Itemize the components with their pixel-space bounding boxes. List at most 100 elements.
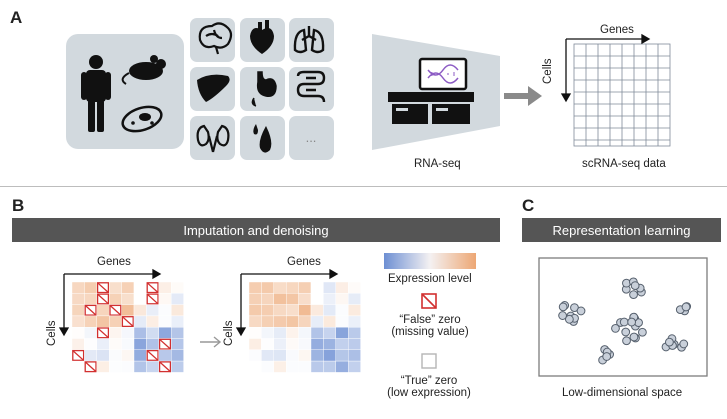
representation-banner: Representation learning	[522, 218, 721, 242]
heatmap-cell	[146, 304, 159, 317]
false-zero-label: “False” zero (missing value)	[391, 314, 469, 338]
heatmap-cell	[146, 315, 159, 328]
panel-letter-c: C	[522, 196, 535, 215]
false-zero-slash	[97, 327, 109, 339]
heatmap-cell	[170, 281, 184, 294]
heatmap-cell	[133, 326, 147, 339]
heatmap-cell	[273, 338, 287, 351]
panel-b-graphic	[58, 253, 476, 373]
latent-space-caption: Low-dimensional space	[562, 387, 683, 399]
heatmap-cell	[273, 326, 287, 339]
false-zero-marker	[146, 282, 159, 294]
heatmap-cell	[84, 293, 98, 305]
stomach-icon	[251, 71, 277, 107]
heatmap-cell	[170, 349, 184, 362]
arrow-right-icon	[200, 336, 222, 348]
panel-a-graphic: ...	[66, 18, 671, 160]
heatmap-raw-axes	[58, 268, 162, 337]
heatmap-raw	[71, 281, 184, 373]
false-zero-marker	[109, 304, 122, 316]
heatmap-cell	[323, 338, 336, 351]
heatmap-cell	[158, 315, 172, 328]
heatmap-cell	[108, 360, 122, 373]
heatmap-cell	[71, 293, 85, 305]
heatmap-cell	[158, 281, 172, 294]
imputed-cells-label: Cells	[223, 320, 235, 346]
heatmap-cell	[298, 326, 312, 339]
heatmap-cell	[310, 349, 324, 362]
heatmap-cell	[261, 349, 274, 362]
rna-seq-label: RNA-seq	[414, 158, 461, 170]
heatmap-cell	[273, 281, 287, 294]
heatmap-cell	[335, 293, 349, 305]
heatmap-cell	[323, 349, 336, 362]
false-zero-slash	[97, 293, 109, 305]
false-zero-marker	[84, 361, 97, 373]
latent-point	[576, 306, 586, 316]
false-zero-marker	[72, 349, 85, 361]
heatmap-cell	[310, 338, 324, 351]
heatmap-cell	[348, 304, 361, 317]
panel-letter-b: B	[12, 196, 25, 215]
false-zero-slash	[97, 282, 109, 293]
heatmap-cell	[71, 315, 85, 328]
latent-point	[622, 336, 631, 346]
latent-point	[629, 332, 639, 342]
heatmap-cell	[133, 293, 147, 305]
heatmap-cell	[261, 281, 274, 294]
false-zero-slash	[109, 304, 122, 316]
heatmap-cell	[158, 304, 172, 317]
heatmap-cell	[286, 281, 299, 294]
true-zero-icon	[421, 353, 437, 369]
heatmap-cell	[84, 326, 98, 339]
heatmap-cell	[71, 360, 85, 373]
heatmap-cell	[261, 304, 274, 317]
heatmap-cell	[335, 304, 349, 317]
heatmap-cell	[273, 304, 287, 317]
heatmap-cell	[121, 360, 135, 373]
latent-points	[558, 277, 692, 365]
latent-point	[629, 290, 638, 300]
heatmap-cell	[170, 315, 184, 328]
heatmap-cell	[348, 349, 361, 362]
heatmap-cell	[248, 315, 262, 328]
latent-point	[621, 327, 631, 337]
heatmap-cell	[121, 338, 135, 351]
heatmap-cell	[261, 293, 274, 305]
latent-point	[681, 302, 691, 312]
heatmap-cell	[71, 338, 85, 351]
heatmap-cell	[248, 338, 262, 351]
more-icon: ...	[306, 130, 317, 145]
heatmap-cell	[108, 349, 122, 362]
human-icon	[81, 55, 111, 132]
heatmap-cell	[323, 315, 336, 328]
heatmap-cell	[170, 326, 184, 339]
heatmap-cell	[335, 315, 349, 328]
false-zero-marker	[146, 293, 159, 305]
false-zero-marker	[146, 349, 159, 361]
heatmap-cell	[84, 281, 98, 294]
heatmap-cell	[348, 338, 361, 351]
heatmap-cell	[133, 315, 147, 328]
heatmap-cell	[96, 304, 110, 317]
false-zero-marker	[96, 293, 110, 305]
raw-cells-label: Cells	[46, 320, 58, 346]
heatmap-cell	[273, 360, 287, 373]
heatmap-cell	[121, 281, 135, 294]
false-zero-slash	[159, 361, 171, 373]
true-zero-label: “True” zero (low expression)	[387, 375, 471, 399]
false-zero-slash	[84, 361, 97, 373]
heatmap-cell	[248, 326, 262, 339]
heatmap-cell	[335, 281, 349, 294]
imputation-banner: Imputation and denoising	[12, 218, 500, 242]
heatmap-cell	[261, 360, 274, 373]
heatmap-cell	[248, 293, 262, 305]
heatmap-cell	[71, 304, 85, 317]
heatmap-cell	[273, 293, 287, 305]
heatmap-cell	[96, 315, 110, 328]
heatmap-cell	[108, 326, 122, 339]
matrix-cells-label: Cells	[542, 58, 554, 84]
latent-point	[602, 352, 612, 361]
false-zero-slash	[84, 304, 97, 316]
heatmap-cell	[248, 349, 262, 362]
